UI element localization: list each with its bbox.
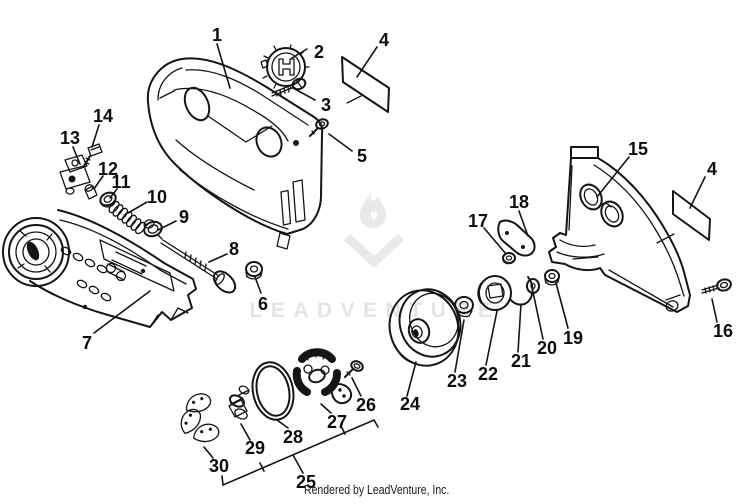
part-27-clutch (292, 348, 353, 405)
part-12-bushing (84, 184, 98, 200)
callout-3: 3 (321, 95, 331, 115)
callout-5: 5 (357, 146, 367, 166)
callout-19: 19 (563, 328, 583, 348)
part-4-decal-right (656, 190, 711, 244)
part-18-plate (497, 219, 536, 257)
callout-28: 28 (283, 427, 303, 447)
saw-chain (60, 246, 127, 302)
part-21-snap-ring (509, 276, 534, 306)
callout-24: 24 (400, 394, 420, 414)
watermark-text: LEADVENTURE (249, 299, 500, 322)
part-26-bolt (344, 360, 364, 378)
callout-8: 8 (229, 239, 239, 259)
callout-18: 18 (509, 192, 529, 212)
leadventure-watermark: LEADVENTURE (249, 190, 500, 322)
part-4-decal-top (341, 56, 390, 113)
part-3-screw (271, 77, 307, 97)
callout-4-top: 4 (379, 30, 389, 50)
callout-9: 9 (179, 207, 189, 227)
callout-29: 29 (245, 438, 265, 458)
callout-11: 11 (111, 172, 130, 192)
part-11-grommet (99, 191, 117, 208)
callout-1: 1 (212, 25, 222, 45)
part-9-flanged-bolt (143, 219, 163, 240)
callout-23: 23 (447, 371, 467, 391)
callout-13: 13 (60, 128, 80, 148)
callout-20: 20 (537, 338, 557, 358)
part-5-screw (309, 118, 329, 137)
part-15-guard (548, 146, 691, 313)
callout-4-right: 4 (707, 159, 717, 179)
callout-2: 2 (314, 42, 324, 62)
rendered-by-credit: Rendered by LeadVenture, Inc. (304, 483, 450, 497)
part-17-nut (502, 252, 516, 265)
callout-21: 21 (511, 351, 531, 371)
callout-30: 30 (209, 456, 229, 476)
part-8-rod (160, 239, 237, 294)
part-16-bolt (701, 278, 732, 294)
callout-16: 16 (713, 321, 733, 341)
callout-27: 27 (327, 412, 347, 432)
callout-12: 12 (98, 159, 118, 179)
callout-7: 7 (82, 333, 92, 353)
part-13-clamp (59, 154, 91, 195)
callouts: 1 2 3 4 5 6 7 8 9 10 11 12 13 14 15 4 16… (60, 25, 733, 492)
callout-22: 22 (478, 364, 498, 384)
part-29-fitting (228, 385, 250, 420)
callout-14: 14 (93, 106, 113, 126)
callout-10: 10 (147, 187, 167, 207)
part-22-bearing (477, 275, 512, 311)
callout-25: 25 (296, 472, 316, 492)
part-6-nut (245, 261, 263, 280)
part-30-clutch-shoes (180, 393, 220, 443)
part-24-clutch-drum (388, 288, 462, 367)
callout-26: 26 (356, 395, 376, 415)
callout-6: 6 (258, 294, 268, 314)
assembly-25-bracket (221, 418, 379, 487)
part-14-bolt (83, 143, 103, 167)
part-2-adjuster-cap (260, 44, 310, 90)
flame-icon (343, 190, 405, 269)
callout-17: 17 (468, 211, 488, 231)
leader-lines (72, 43, 718, 474)
part-7-brake-housing (2, 209, 197, 328)
part-19-nut (544, 269, 560, 286)
part-28-ring (251, 361, 295, 421)
callout-15: 15 (628, 139, 648, 159)
part-1-side-cover (146, 57, 324, 250)
